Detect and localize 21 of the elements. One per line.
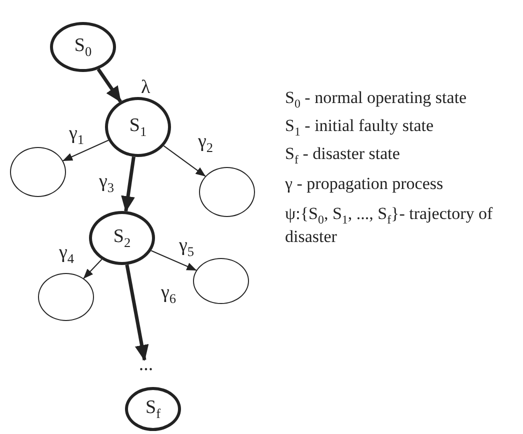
arrow: [96, 68, 122, 103]
legend-text: S$_{0}$ - normal operating state: [285, 88, 468, 111]
state-ellipse: S$_{2}$: [89, 211, 155, 265]
state-ellipse: S$_{f}$: [125, 387, 181, 431]
state-ellipse: S$_{0}$: [50, 22, 116, 72]
legend-text: S$_{f}$ - disaster state: [285, 144, 401, 167]
arrow: [150, 250, 197, 271]
arrow: [62, 140, 109, 162]
state-ellipse: S$_{1}$: [105, 97, 171, 157]
legend-text: ψ:{S$_{0}$, S$_{1}$, ..., S$_{f}$}- trajectory of disaster: [285, 204, 494, 248]
arrow: [121, 156, 136, 212]
empty-state-ellipse: [199, 167, 255, 217]
empty-state-ellipse: [193, 258, 249, 304]
empty-state-ellipse: [38, 273, 94, 321]
arrow: [163, 145, 206, 177]
arrow: [125, 264, 149, 361]
legend-text: γ - propagation process: [285, 174, 444, 194]
arrow: [83, 258, 102, 279]
ellipsis-text: ...: [138, 354, 154, 374]
empty-state-ellipse: [10, 147, 66, 197]
legend-text: S$_{1}$ - initial faulty state: [285, 116, 435, 139]
